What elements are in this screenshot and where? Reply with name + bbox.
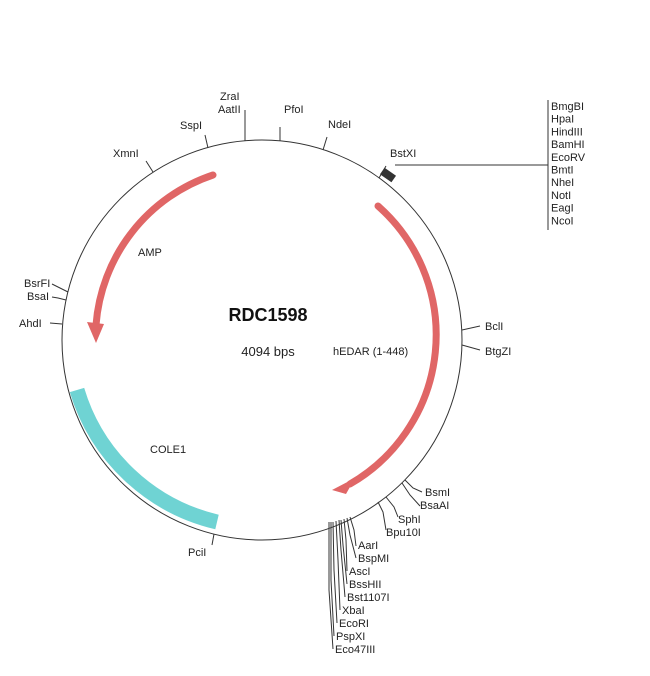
site-bsmi[interactable]: BsmI	[425, 487, 450, 499]
plasmid-length: 4094 bps	[241, 344, 295, 359]
site-sspi[interactable]: SspI	[180, 120, 202, 132]
site-ncoi[interactable]: NcoI	[551, 215, 574, 227]
site-hindiii[interactable]: HindIII	[551, 126, 583, 138]
site-aari[interactable]: AarI	[358, 540, 378, 552]
site-noti[interactable]: NotI	[551, 190, 571, 202]
site-ndei[interactable]: NdeI	[328, 119, 351, 131]
amp-arrowhead	[87, 322, 104, 343]
site-sphi[interactable]: SphI	[398, 514, 421, 526]
hedar-feature-arrow[interactable]	[346, 202, 440, 488]
site-xbai[interactable]: XbaI	[342, 605, 365, 617]
site-nhei[interactable]: NheI	[551, 177, 574, 189]
backbone-circle	[61, 139, 463, 541]
plasmid-name: RDC1598	[228, 305, 307, 325]
site-bsai[interactable]: BsaI	[27, 291, 49, 303]
site-zrai[interactable]: ZraI	[220, 91, 240, 103]
site-bpu10i[interactable]: Bpu10I	[386, 527, 421, 539]
site-hpai[interactable]: HpaI	[551, 114, 574, 126]
site-btgzi[interactable]: BtgZI	[485, 346, 511, 358]
amp-label: AMP	[138, 247, 162, 259]
site-bsrfi[interactable]: BsrFI	[24, 278, 50, 290]
site-bmgbi[interactable]: BmgBI	[551, 101, 584, 113]
site-pcii[interactable]: PciI	[188, 547, 206, 559]
site-pspxi[interactable]: PspXI	[336, 631, 365, 643]
site-bmti[interactable]: BmtI	[551, 165, 574, 177]
hedar-arrowhead	[332, 478, 355, 494]
cole1-feature[interactable]	[69, 387, 219, 530]
hedar-label: hEDAR (1-448)	[333, 346, 408, 358]
amp-feature-arrow[interactable]	[92, 171, 217, 329]
site-ársshii[interactable]: BssHII	[349, 579, 381, 591]
site-ecori[interactable]: EcoRI	[339, 618, 369, 630]
site-asci[interactable]: AscI	[349, 566, 370, 578]
cole1-label: COLE1	[150, 444, 186, 456]
site-xmni[interactable]: XmnI	[113, 148, 139, 160]
site-bspmi[interactable]: BspMI	[358, 553, 389, 565]
cluster-right-labels: BmgBI HpaI HindIII BamHI EcoRV BmtI NheI…	[551, 101, 586, 227]
site-pfoi[interactable]: PfoI	[284, 104, 304, 116]
site-eco47iii[interactable]: Eco47III	[335, 644, 375, 656]
site-bst1107i[interactable]: Bst1107I	[347, 592, 390, 604]
site-bstxi[interactable]: BstXI	[390, 148, 416, 160]
site-eagi[interactable]: EagI	[551, 203, 574, 215]
site-ecorv[interactable]: EcoRV	[551, 152, 586, 164]
site-cluster-marker	[379, 167, 397, 183]
site-aatii[interactable]: AatII	[218, 104, 241, 116]
site-ahdi[interactable]: AhdI	[19, 318, 42, 330]
site-bamhi[interactable]: BamHI	[551, 139, 585, 151]
site-bcli[interactable]: BclI	[485, 321, 503, 333]
site-bsaai[interactable]: BsaAI	[420, 500, 449, 512]
